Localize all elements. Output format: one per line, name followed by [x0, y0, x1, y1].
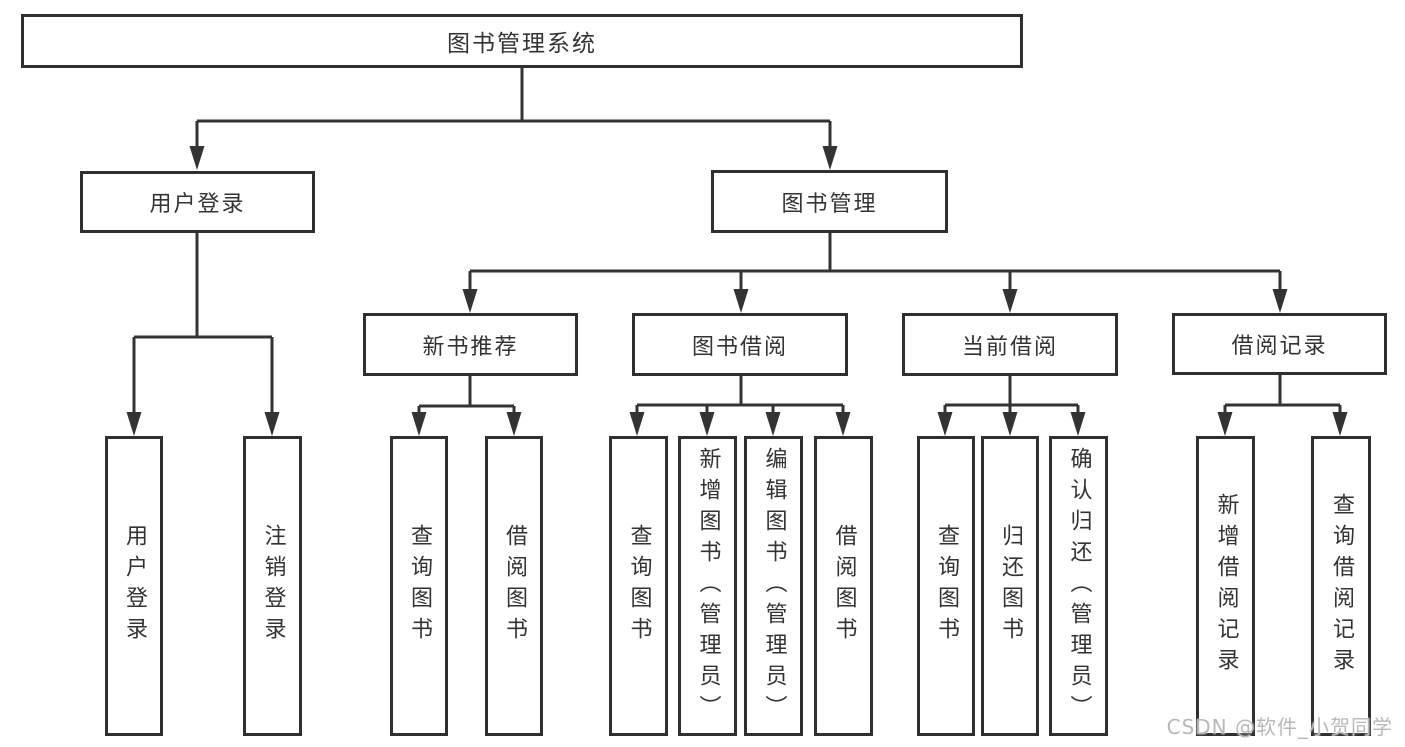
leaf-br-add-record: 新增借阅记录 — [1196, 436, 1255, 736]
node-book-management-label: 图书管理 — [781, 191, 878, 217]
leaf-user-login-label: 用户登录 — [122, 524, 147, 648]
leaf-br-query-record: 查询借阅记录 — [1311, 436, 1371, 736]
node-borrow-records: 借阅记录 — [1172, 313, 1387, 375]
node-root-system: 图书管理系统 — [21, 14, 1023, 68]
leaf-br-query-record-label: 查询借阅记录 — [1329, 493, 1354, 679]
node-user-login-branch: 用户登录 — [80, 171, 315, 233]
leaf-cb-return-books: 归还图书 — [981, 436, 1039, 736]
node-new-book-recommend-label: 新书推荐 — [422, 334, 519, 360]
node-book-management: 图书管理 — [711, 170, 948, 233]
leaf-bb-query-books: 查询图书 — [609, 436, 668, 736]
node-current-borrow-label: 当前借阅 — [961, 334, 1058, 360]
leaf-nbr-borrow-books: 借阅图书 — [485, 436, 543, 736]
leaf-logout: 注销登录 — [243, 436, 302, 736]
leaf-bb-add-books-admin: 新增图书（管理员） — [678, 436, 737, 736]
node-root-label: 图书管理系统 — [447, 31, 597, 57]
node-new-book-recommend: 新书推荐 — [363, 313, 578, 376]
leaf-br-add-record-label: 新增借阅记录 — [1213, 493, 1239, 679]
leaf-cb-return-books-label: 归还图书 — [998, 524, 1023, 648]
leaf-nbr-query-books-label: 查询图书 — [407, 524, 432, 648]
leaf-bb-borrow-books: 借阅图书 — [814, 436, 873, 736]
arrow-down-icons — [126, 146, 1348, 436]
leaf-bb-query-books-label: 查询图书 — [626, 524, 652, 648]
node-current-borrow: 当前借阅 — [902, 313, 1118, 376]
leaf-cb-query-books: 查询图书 — [917, 436, 975, 736]
leaf-cb-confirm-return-admin-label: 确认归还（管理员） — [1066, 446, 1092, 726]
leaf-logout-label: 注销登录 — [260, 524, 286, 648]
node-book-borrow: 图书借阅 — [632, 313, 848, 376]
leaf-bb-borrow-books-label: 借阅图书 — [831, 524, 857, 648]
node-borrow-records-label: 借阅记录 — [1231, 334, 1328, 359]
leaf-bb-edit-books-admin-label: 编辑图书（管理员） — [761, 446, 787, 726]
node-user-login-branch-label: 用户登录 — [149, 192, 246, 217]
leaf-nbr-query-books: 查询图书 — [390, 436, 448, 736]
leaf-bb-add-books-admin-label: 新增图书（管理员） — [695, 446, 721, 726]
leaf-nbr-borrow-books-label: 借阅图书 — [502, 524, 527, 648]
leaf-user-login: 用户登录 — [105, 436, 163, 736]
node-book-borrow-label: 图书借阅 — [691, 334, 788, 360]
leaf-cb-confirm-return-admin: 确认归还（管理员） — [1049, 436, 1108, 736]
leaf-cb-query-books-label: 查询图书 — [934, 524, 959, 648]
leaf-bb-edit-books-admin: 编辑图书（管理员） — [744, 436, 803, 736]
csdn-watermark: CSDN @软件_小贺同学 — [1166, 715, 1393, 739]
